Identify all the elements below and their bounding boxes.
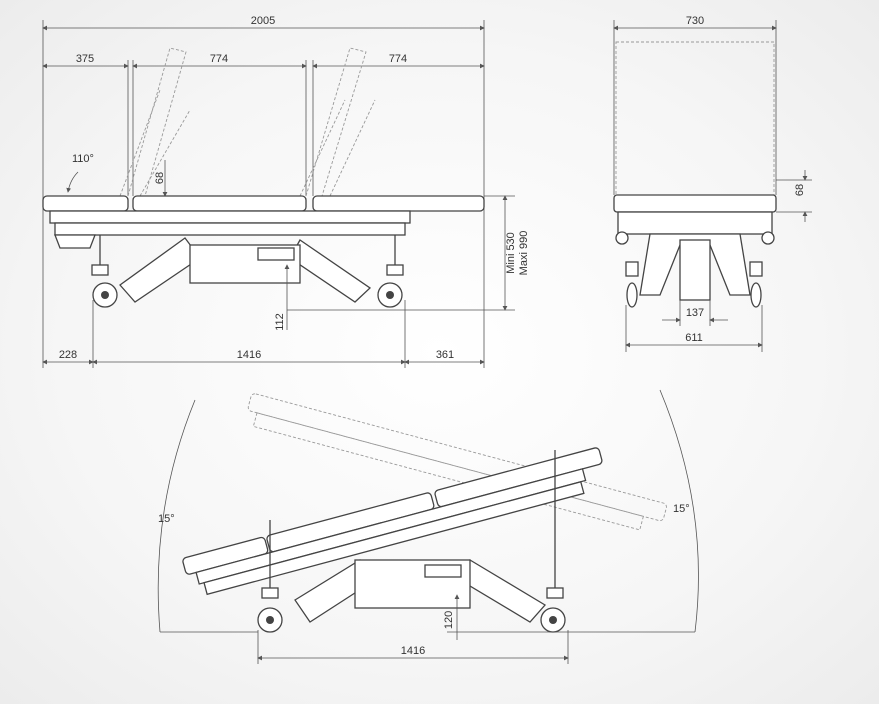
middle-section-cushion <box>132 195 307 212</box>
dim-overhang-foot: 361 <box>436 349 454 361</box>
foot-section-cushion <box>312 195 485 212</box>
dim-wheel-track: 611 <box>685 332 703 344</box>
dim-tilt-ground-clearance: 120 <box>443 611 455 629</box>
front-cushion <box>613 194 777 213</box>
dim-front-mattress-thickness: 68 <box>794 184 806 196</box>
scissor-arm-right <box>289 239 372 303</box>
scissor-arm-left <box>119 237 201 303</box>
dim-overhang-head: 228 <box>59 349 77 361</box>
dim-segment-foot: 774 <box>389 53 407 65</box>
dim-ground-clearance: 112 <box>274 313 286 331</box>
dim-mattress-thickness: 68 <box>154 172 166 184</box>
dim-tilt-angle-right: 15° <box>673 503 690 515</box>
tilted-bed <box>182 447 603 596</box>
dim-segment-middle: 774 <box>210 53 228 65</box>
dim-height-min: Mini 530 <box>505 232 517 274</box>
dim-segment-head: 375 <box>76 53 94 65</box>
dim-backrest-angle: 110° <box>72 153 94 165</box>
dim-width: 730 <box>686 15 704 27</box>
dim-height-max: Maxi 990 <box>518 231 530 276</box>
tilt-view: 15° 15° 120 1416 <box>157 389 699 664</box>
lift-column <box>679 239 711 301</box>
dim-column-width: 137 <box>686 307 704 319</box>
dim-wheelbase: 1416 <box>237 349 261 361</box>
dim-tilt-wheelbase: 1416 <box>401 645 425 657</box>
head-section-cushion <box>42 195 129 212</box>
side-view: 2005 375 774 774 110° 68 <box>42 15 530 368</box>
front-view: 730 68 137 611 <box>613 15 812 352</box>
dim-overall-length: 2005 <box>251 15 275 27</box>
dim-tilt-angle-left: 15° <box>158 513 175 525</box>
